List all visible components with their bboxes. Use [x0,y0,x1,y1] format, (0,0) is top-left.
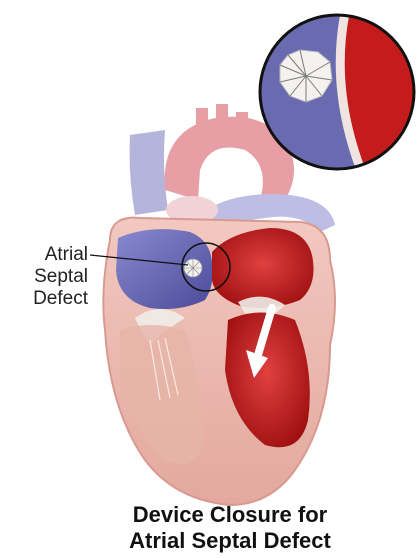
aortic-branch-1 [196,108,208,134]
title-line-2: Atrial Septal Defect [60,528,400,554]
defect-label: Atrial Septal Defect [0,244,90,310]
septal-occluder-device [184,259,202,277]
defect-label-line-2: Septal [0,266,88,288]
aortic-branch-3 [236,112,248,136]
diagram-title: Device Closure for Atrial Septal Defect [60,502,400,554]
left-atrium [212,228,314,308]
title-line-1: Device Closure for [60,502,400,528]
defect-label-line-3: Defect [0,288,88,310]
aortic-branch-2 [216,104,228,130]
superior-vena-cava [130,130,168,215]
defect-label-line-1: Atrial [0,244,88,266]
